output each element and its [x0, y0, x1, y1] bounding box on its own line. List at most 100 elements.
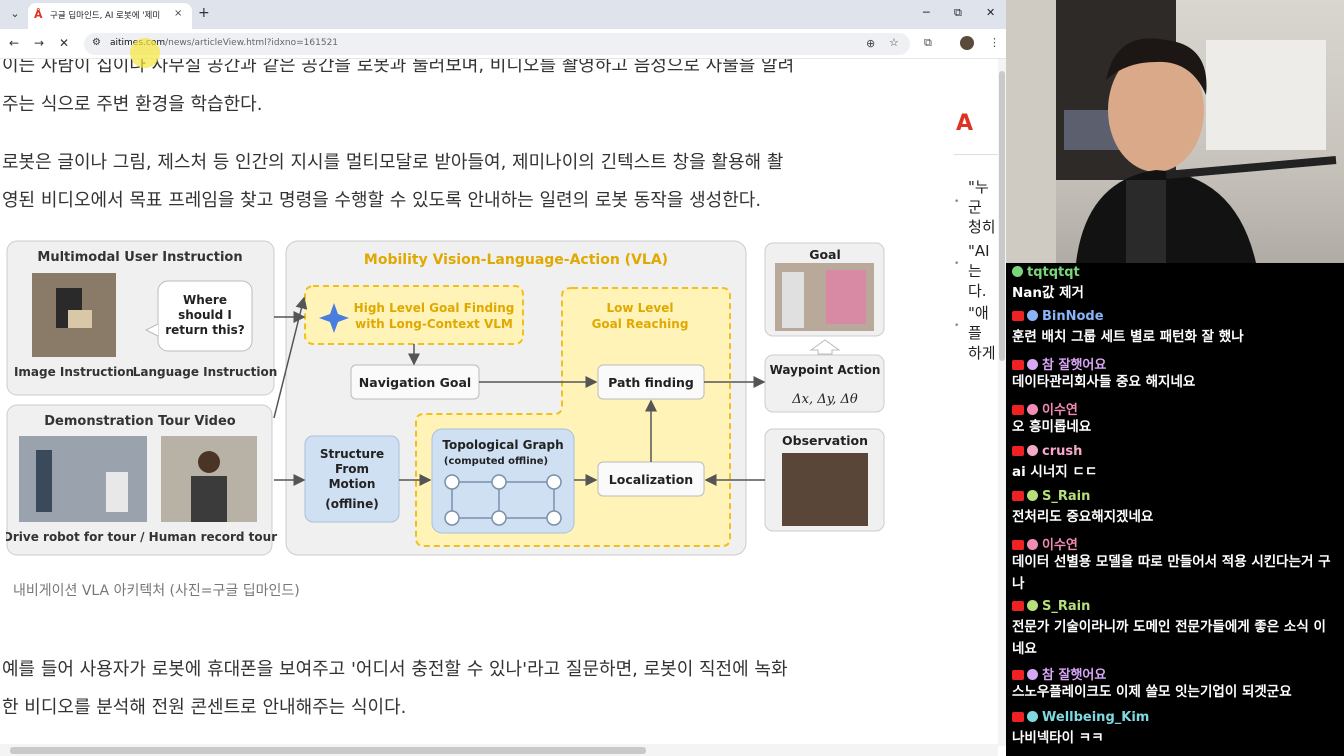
chat-username[interactable]: Wellbeing_Kim — [1012, 710, 1149, 725]
close-tab-icon[interactable]: × — [174, 8, 183, 19]
horizontal-scrollbar[interactable] — [0, 744, 998, 756]
photo-head — [198, 451, 220, 473]
cursor-highlight — [130, 38, 160, 68]
topo-label: Topological Graph — [442, 438, 563, 452]
sfm-label: Structure — [320, 447, 384, 461]
high-level-label: High Level Goal Finding — [354, 301, 515, 315]
chat-avatar — [1027, 711, 1038, 722]
vertical-scroll-thumb[interactable] — [999, 71, 1005, 361]
youtube-badge-icon — [1012, 446, 1024, 456]
sfm-label: (offline) — [325, 497, 378, 511]
photo-person — [36, 450, 52, 512]
article-paragraph: 영된 비디오에서 목표 프레임을 찾고 명령을 수행할 수 있도록 안내하는 일… — [2, 190, 762, 211]
youtube-badge-icon — [1012, 540, 1024, 550]
chat-message: 나비넥타이 ㅋㅋ — [1012, 730, 1104, 746]
horizontal-scroll-thumb[interactable] — [10, 747, 646, 754]
zoom-icon[interactable]: ⊕ — [866, 37, 876, 50]
streamer-hair — [1106, 38, 1207, 95]
new-tab-button[interactable]: + — [198, 5, 210, 21]
site-info-icon[interactable]: ⚙ — [92, 37, 101, 48]
aitimes-logo-icon: A — [956, 111, 974, 136]
side-news-line: "누군 — [968, 178, 989, 216]
chat-username-text: S_Rain — [1042, 599, 1091, 614]
chat-username[interactable]: 참 잘햇어요 — [1012, 664, 1106, 683]
side-news-line: "애플 — [968, 304, 989, 342]
maximize-button[interactable]: ⧉ — [954, 6, 962, 19]
chat-avatar — [1027, 445, 1038, 456]
chat-message: 전처리도 중요해지겠네요 — [1012, 509, 1154, 525]
side-news-line: 하게 — [968, 344, 996, 362]
chat-avatar — [1027, 600, 1038, 611]
article-body: 이는 사람이 집이나 사무실 공간과 같은 공간을 로봇과 둘러보며, 비디오를… — [0, 59, 940, 756]
menu-kebab-icon[interactable]: ⋮ — [989, 36, 1000, 49]
waypoint-label: Waypoint Action — [770, 363, 881, 377]
youtube-badge-icon — [1012, 311, 1024, 321]
chat-username[interactable]: 이수연 — [1012, 534, 1078, 553]
tab-strip: ⌄ Å 구글 딥마인드, AI 로봇에 '제미 × + ─ ⧉ ✕ — [0, 0, 1006, 29]
sfm-label: Motion — [329, 477, 376, 491]
bullet-icon: • — [954, 259, 960, 269]
tab-search-button[interactable]: ⌄ — [10, 7, 20, 20]
high-level-label: with Long-Context VLM — [355, 317, 513, 331]
bubble-line: should I — [178, 308, 232, 322]
stop-loading-icon[interactable]: ✕ — [59, 36, 70, 50]
tab-title: 구글 딥마인드, AI 로봇에 '제미 — [50, 11, 161, 21]
profile-avatar[interactable] — [960, 36, 974, 50]
streamer-face — [1108, 48, 1204, 172]
chat-avatar — [1027, 359, 1038, 370]
chat-avatar — [1027, 539, 1038, 550]
chat-username[interactable]: BinNode — [1012, 309, 1104, 324]
figure-caption: 내비게이션 VLA 아키텍처 (사진=구글 딥마인드) — [13, 583, 300, 599]
browser-toolbar: ← → ✕ ⚙ aitimes.com/news/articleView.htm… — [0, 29, 1006, 59]
chat-message: 데이타관리회사들 중요 해지네요 — [1012, 374, 1196, 390]
chat-message: 스노우플레이크도 이제 쓸모 잇는기업이 되겟군요 — [1012, 684, 1292, 700]
chat-avatar — [1027, 404, 1038, 415]
forward-arrow-icon[interactable]: → — [34, 36, 45, 50]
photo-box — [68, 310, 92, 328]
wall — [1006, 0, 1056, 263]
side-news-line: "AI는 — [968, 242, 990, 280]
chat-username[interactable]: S_Rain — [1012, 489, 1090, 504]
address-bar[interactable]: ⚙ aitimes.com/news/articleView.html?idxn… — [84, 33, 910, 55]
vertical-scrollbar[interactable] — [998, 59, 1006, 746]
chat-message: 훈련 배치 그룹 세트 별로 패턴화 잘 했나 — [1012, 329, 1244, 345]
browser-tab[interactable]: Å 구글 딥마인드, AI 로봇에 '제미 × — [28, 3, 192, 29]
low-level-label: Low Level — [606, 301, 673, 315]
image-instruction-label: Image Instruction — [14, 365, 134, 379]
bookmark-star-icon[interactable]: ☆ — [889, 36, 899, 49]
divider — [954, 154, 998, 155]
chat-username[interactable]: S_Rain — [1012, 599, 1090, 614]
sfm-label: From — [335, 462, 369, 476]
multimodal-title: Multimodal User Instruction — [37, 250, 242, 265]
bullet-icon: • — [954, 197, 960, 207]
chat-username[interactable]: tqtqtqt — [1012, 265, 1080, 280]
bubble-line: Where — [183, 293, 227, 307]
chat-username[interactable]: crush — [1012, 444, 1082, 459]
article-paragraph: 주는 식으로 주변 환경을 학습한다. — [2, 94, 263, 115]
chat-username[interactable]: 이수연 — [1012, 399, 1078, 418]
back-arrow-icon[interactable]: ← — [9, 36, 20, 50]
chat-username[interactable]: 참 잘햇어요 — [1012, 354, 1106, 373]
goal-label: Goal — [809, 247, 841, 262]
youtube-badge-icon — [1012, 491, 1024, 501]
browser-window: ⌄ Å 구글 딥마인드, AI 로봇에 '제미 × + ─ ⧉ ✕ ← → ✕ … — [0, 0, 1006, 756]
chat-username-text: BinNode — [1042, 309, 1104, 324]
flow-arrows — [273, 296, 766, 486]
youtube-badge-icon — [1012, 405, 1024, 415]
extensions-icon[interactable]: ⧉ — [924, 36, 932, 49]
chat-message: Nan값 제거 — [1012, 285, 1084, 301]
chat-message: 데이터 선별용 모델을 따로 만들어서 적용 시킨다는거 구나 — [1012, 554, 1331, 592]
photo-shelf — [826, 270, 866, 324]
minimize-button[interactable]: ─ — [923, 6, 930, 19]
path-finding-label: Path finding — [608, 375, 694, 390]
side-news-line: 청히 — [968, 218, 996, 236]
chat-username-text: tqtqtqt — [1027, 265, 1080, 280]
observation-photo — [782, 453, 868, 526]
webcam-scene — [1006, 0, 1337, 263]
observation-label: Observation — [782, 433, 868, 448]
close-window-button[interactable]: ✕ — [986, 6, 996, 19]
